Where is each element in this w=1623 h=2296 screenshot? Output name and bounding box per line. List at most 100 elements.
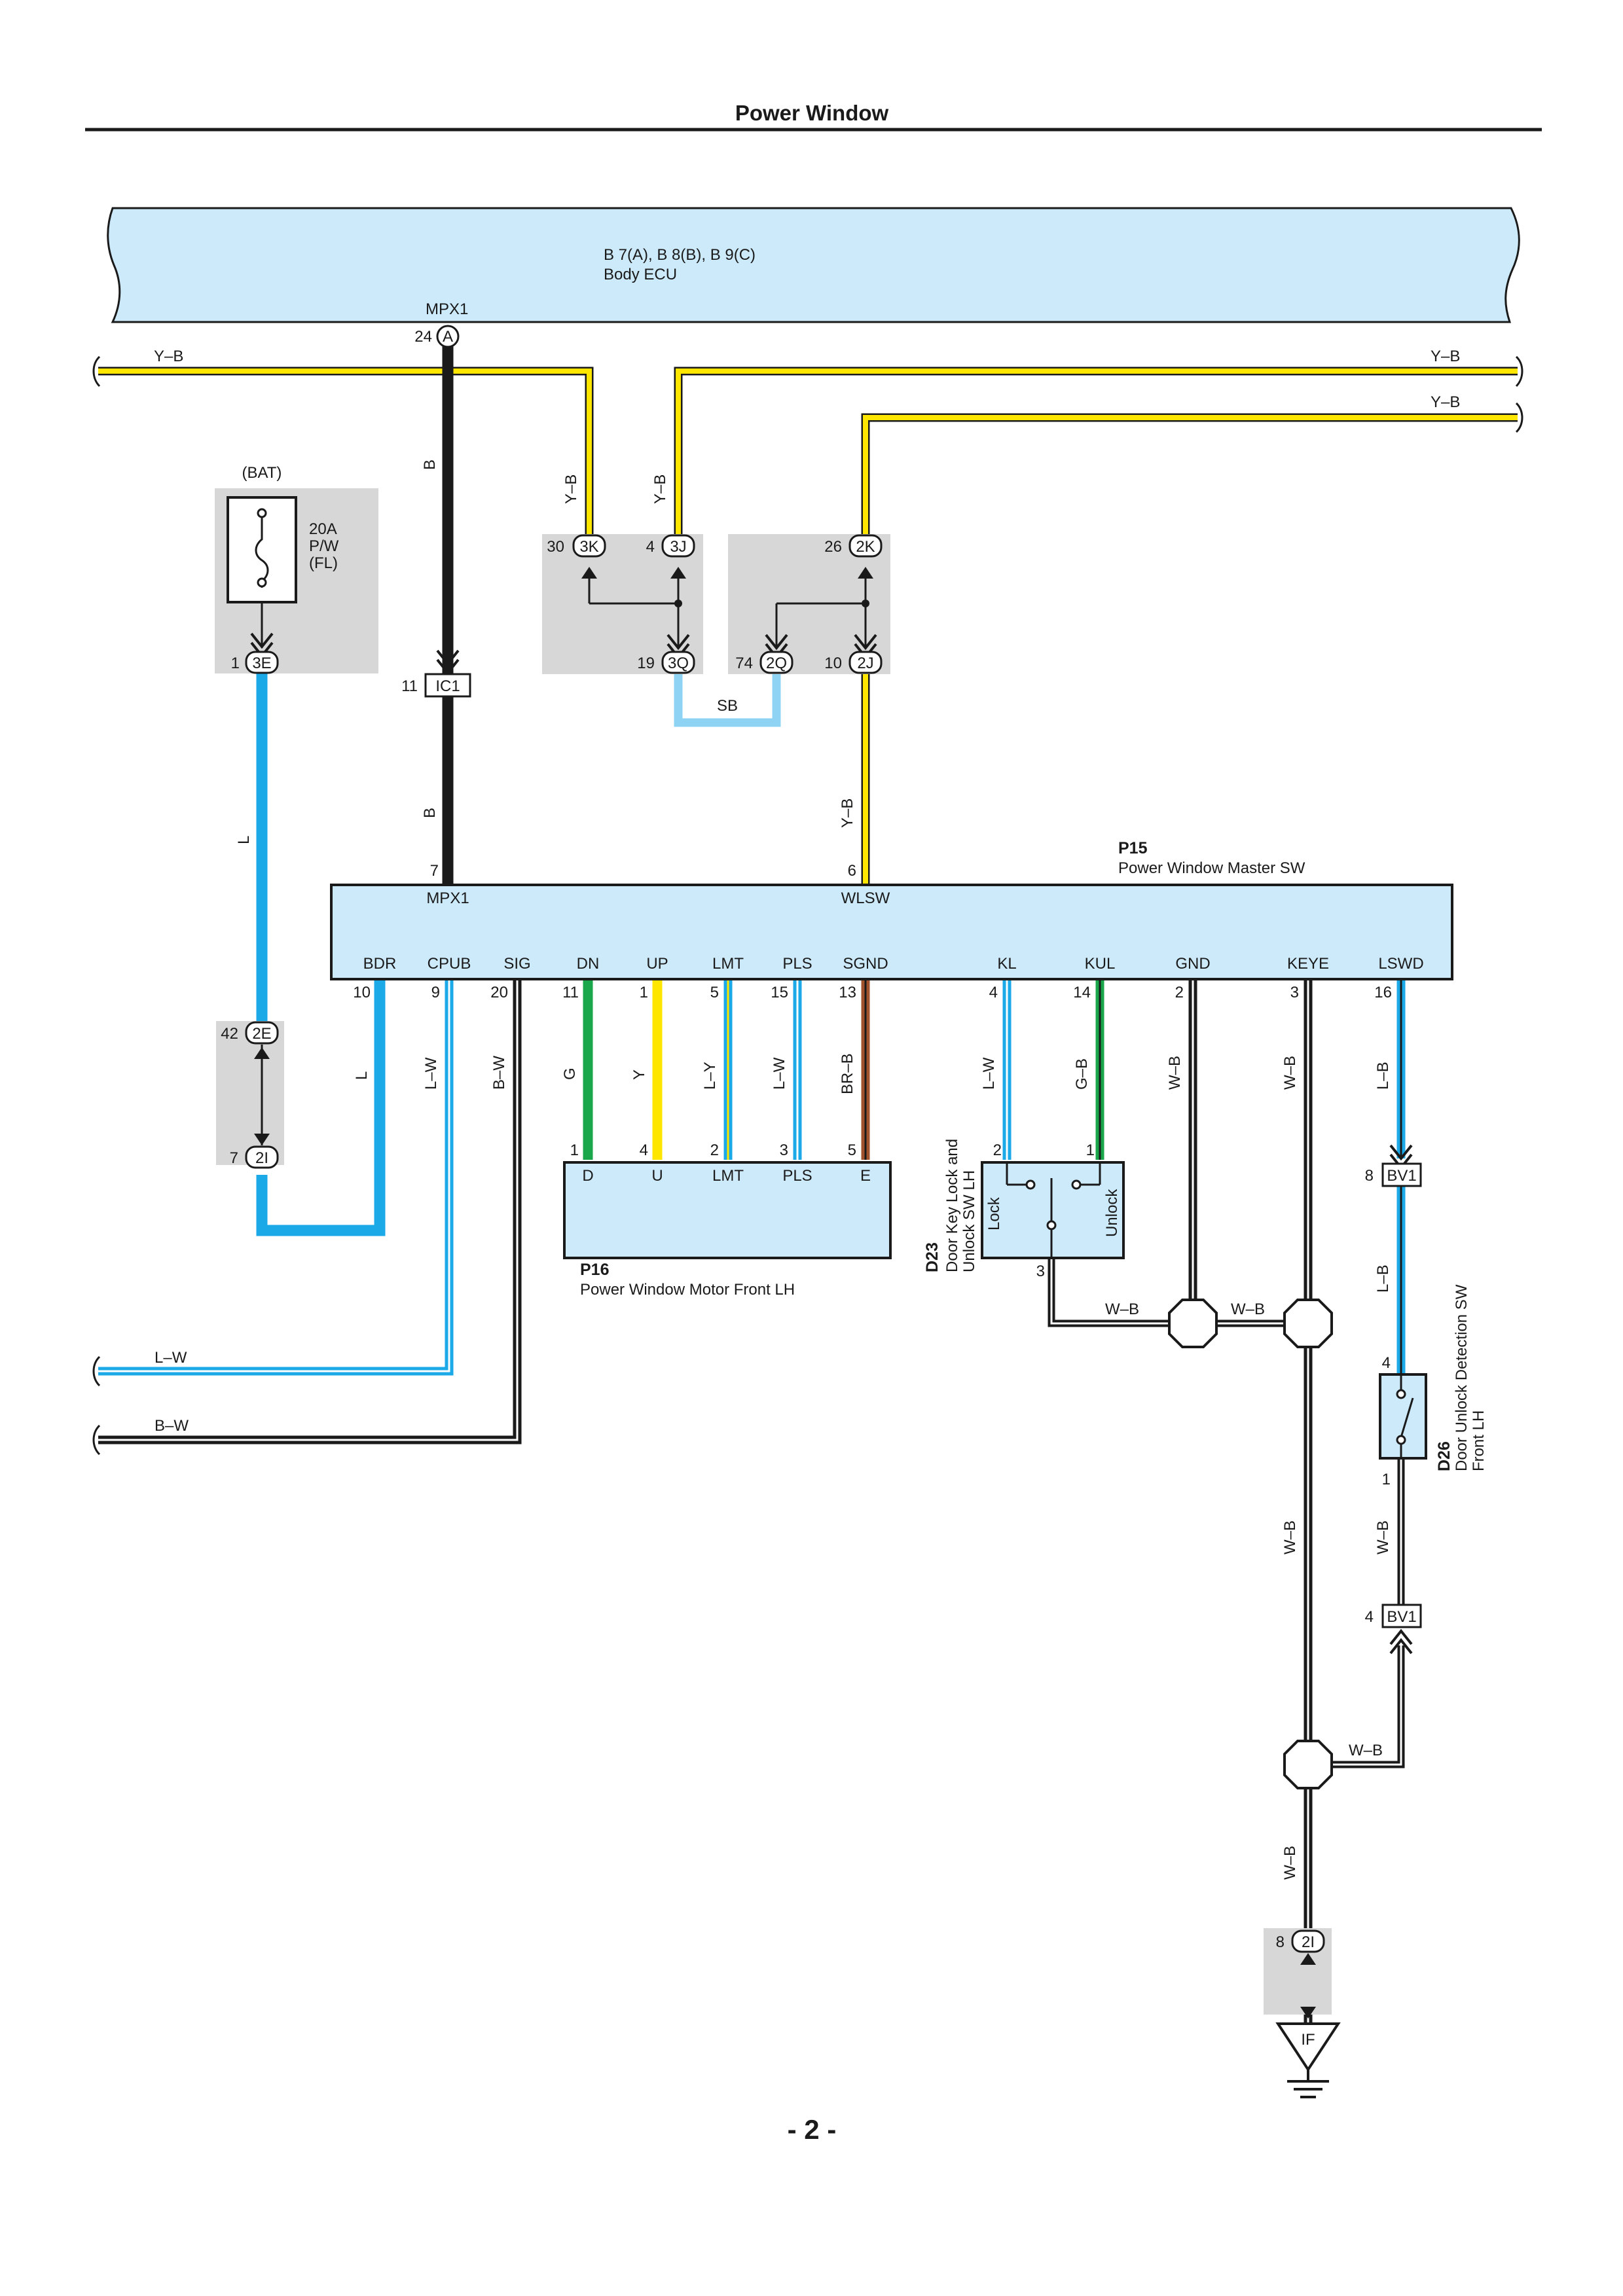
pin-number: 4 bbox=[646, 538, 655, 556]
terminal-label: U bbox=[651, 1167, 663, 1185]
pin-number: 4 bbox=[1382, 1354, 1391, 1372]
wire-label: Y–B bbox=[562, 475, 580, 504]
connector-id: 2E bbox=[252, 1025, 271, 1043]
pin-number: 20 bbox=[490, 984, 508, 1001]
wire-lw-cpub bbox=[98, 979, 454, 1376]
component-name-line2: Unlock SW LH bbox=[960, 1170, 978, 1272]
wire-bw-sig bbox=[98, 979, 522, 1444]
ground-triangle-icon bbox=[1275, 2022, 1341, 2072]
wire-label: Y–B bbox=[839, 798, 856, 828]
arrow-down-icon bbox=[254, 1134, 270, 1145]
switch-unlock-label: Unlock bbox=[1103, 1189, 1121, 1237]
page-number: - 2 - bbox=[788, 2114, 837, 2145]
arrow-up-icon bbox=[581, 567, 597, 579]
pin-number: 8 bbox=[1276, 1933, 1285, 1951]
component-code: P16 bbox=[580, 1261, 609, 1279]
fuse-block: (BAT) 20A P/W (FL) 3E 1 bbox=[215, 464, 378, 674]
connector-id: BV1 bbox=[1387, 1167, 1416, 1185]
connector-id: 3E bbox=[252, 655, 271, 672]
wire-label: W–B bbox=[1281, 1520, 1299, 1554]
wire-label: L–Y bbox=[701, 1062, 719, 1090]
pin-number: 3 bbox=[1290, 984, 1299, 1001]
splice-icon bbox=[1283, 1740, 1333, 1789]
wire-label: L–W bbox=[771, 1057, 788, 1090]
pin-number: 7 bbox=[430, 862, 439, 880]
fuse-name: P/W bbox=[309, 537, 339, 555]
pin-number: 2 bbox=[1175, 984, 1184, 1001]
door-unlock-detection-switch-d26: BV1 8 4 1 D26 Door Unlock Detection SW F… bbox=[1365, 1144, 1487, 1655]
wires bbox=[92, 346, 1523, 2036]
switch-lock-label: Lock bbox=[985, 1196, 1003, 1230]
connector-id: A bbox=[443, 328, 453, 346]
wire-label: W–B bbox=[1374, 1520, 1392, 1554]
component-name: Power Window Motor Front LH bbox=[580, 1281, 795, 1299]
pin-number: 24 bbox=[414, 328, 432, 346]
wire-label: G bbox=[561, 1067, 579, 1080]
wire-label: Y–B bbox=[154, 348, 183, 365]
pin-number: 4 bbox=[1365, 1608, 1374, 1626]
pin-number: 16 bbox=[1374, 984, 1392, 1001]
connector-id: 3Q bbox=[668, 655, 689, 672]
wire-label: W–B bbox=[1105, 1300, 1139, 1318]
wire-label: L bbox=[235, 836, 253, 844]
terminal-label: SGND bbox=[843, 955, 888, 973]
terminal-label: LMT bbox=[712, 1167, 744, 1185]
terminal-label: DN bbox=[577, 955, 600, 973]
ecu-code: B 7(A), B 8(B), B 9(C) bbox=[604, 246, 756, 264]
wire-label: L–B bbox=[1374, 1062, 1392, 1090]
pin-number: 13 bbox=[839, 984, 856, 1001]
arrow-up-icon bbox=[670, 567, 686, 579]
ground-id: IF bbox=[1301, 2031, 1315, 2049]
terminal-label: KUL bbox=[1085, 955, 1116, 973]
ground-symbol-icon bbox=[1287, 2070, 1329, 2098]
wire-label: B bbox=[421, 808, 439, 818]
arrow-up-icon bbox=[858, 567, 873, 579]
pin-number: 6 bbox=[848, 862, 856, 880]
splice-points bbox=[1168, 1299, 1333, 1789]
wire-sb bbox=[674, 673, 781, 727]
wire-label: W–B bbox=[1281, 1846, 1299, 1880]
pin-number: 1 bbox=[231, 655, 240, 672]
terminal-label: E bbox=[860, 1167, 871, 1185]
wire-label: G–B bbox=[1073, 1058, 1091, 1090]
pin-number: 7 bbox=[230, 1149, 238, 1167]
pin-number: 14 bbox=[1073, 984, 1091, 1001]
terminal-label: LSWD bbox=[1378, 955, 1423, 973]
component-name: Power Window Master SW bbox=[1118, 859, 1305, 877]
body-ecu: B 7(A), B 8(B), B 9(C) Body ECU MPX1 bbox=[107, 207, 1520, 323]
wire-label: W–B bbox=[1166, 1056, 1184, 1090]
fuse-location: (FL) bbox=[309, 554, 338, 572]
window-motor-p16: P16 Power Window Motor Front LH D1U4LMT2… bbox=[563, 1141, 892, 1299]
pin-number: 4 bbox=[640, 1141, 648, 1159]
terminal-label: PLS bbox=[782, 955, 812, 973]
wire-label: SB bbox=[717, 697, 738, 715]
ecu-connector-a: A 24 bbox=[414, 325, 460, 348]
pin-number: 10 bbox=[353, 984, 371, 1001]
door-key-switch-d23: 2 1 3 Lock Unlock D23 Door Key Lock and … bbox=[923, 1139, 1125, 1280]
wire-label: Y–B bbox=[1431, 348, 1460, 365]
junction-2e-2i: 2E 42 2I 7 bbox=[216, 1021, 284, 1169]
wire-l-bdr bbox=[256, 979, 386, 1236]
junction-block-right: 2K 26 2Q 74 2J 10 bbox=[728, 534, 890, 674]
wire-label: L–B bbox=[1374, 1265, 1392, 1293]
pin-number: 3 bbox=[780, 1141, 788, 1159]
page-title: Power Window bbox=[735, 101, 889, 125]
terminal-label: GND bbox=[1175, 955, 1210, 973]
pin-number: 1 bbox=[1086, 1141, 1095, 1159]
splice-icon bbox=[1168, 1299, 1218, 1348]
wire-label: L–W bbox=[155, 1349, 187, 1367]
terminal-label: SIG bbox=[503, 955, 530, 973]
connector-id: IC1 bbox=[435, 677, 460, 695]
connector-id: BV1 bbox=[1387, 1608, 1416, 1626]
ground-point: 2I 8 IF bbox=[1264, 1928, 1341, 2098]
connector-id: 2I bbox=[255, 1149, 268, 1167]
wire-yb-2k bbox=[861, 413, 1518, 539]
terminal-label: PLS bbox=[782, 1167, 812, 1185]
splice-icon bbox=[1283, 1299, 1333, 1348]
terminal-label: WLSW bbox=[841, 889, 890, 907]
wire-label: B–W bbox=[490, 1056, 508, 1090]
pin-number: 11 bbox=[401, 677, 418, 695]
